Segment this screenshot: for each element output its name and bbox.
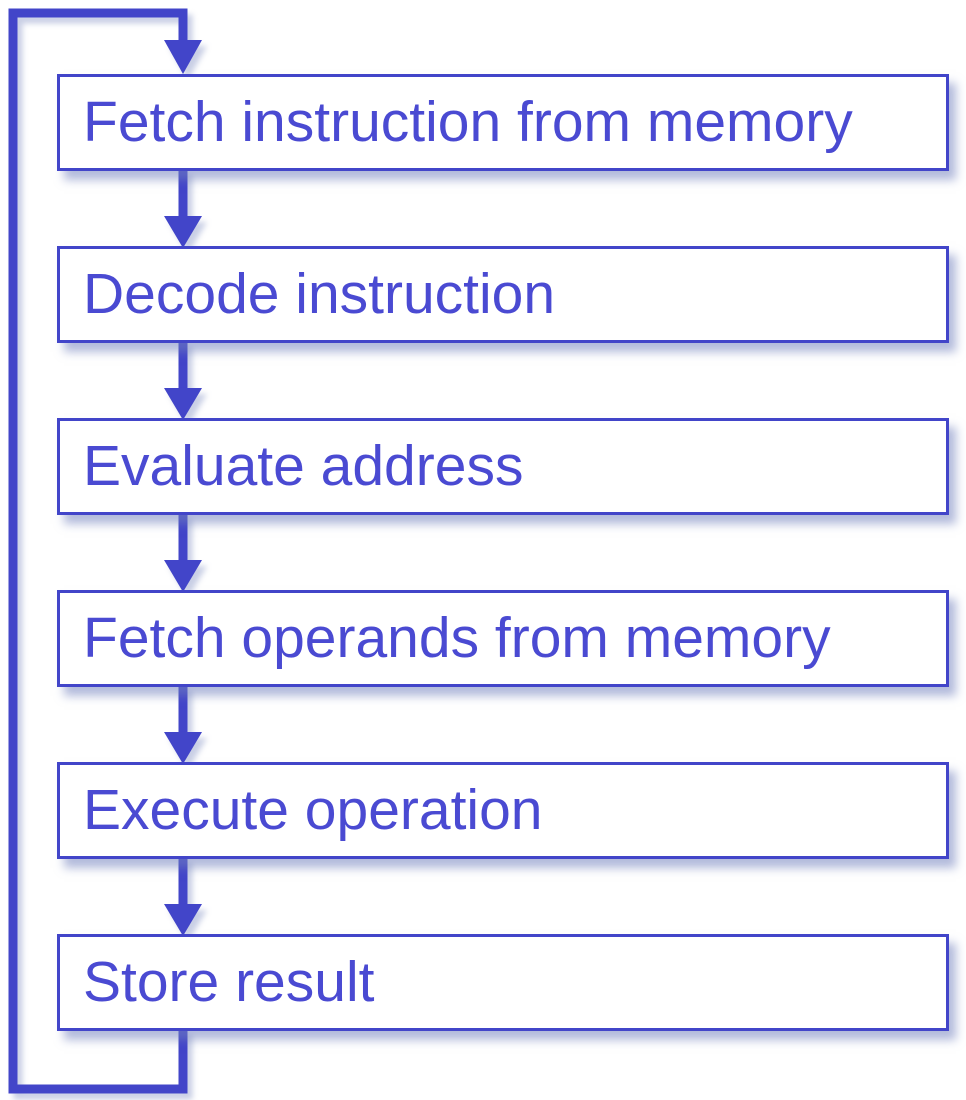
arrow-down-icon bbox=[164, 685, 202, 764]
flow-step-fetch-operands: Fetch operands from memory bbox=[57, 590, 949, 687]
loop-line bbox=[8, 8, 188, 1094]
arrow-down-icon bbox=[164, 513, 202, 592]
flow-step-store-result: Store result bbox=[57, 934, 949, 1031]
flow-step-evaluate-address: Evaluate address bbox=[57, 418, 949, 515]
flow-step-fetch-instruction: Fetch instruction from memory bbox=[57, 74, 949, 171]
arrow-down-icon bbox=[164, 857, 202, 936]
arrow-down-icon bbox=[164, 169, 202, 248]
flow-step-execute-operation: Execute operation bbox=[57, 762, 949, 859]
flow-step-decode-instruction: Decode instruction bbox=[57, 246, 949, 343]
loop-arrowhead-icon bbox=[164, 40, 202, 74]
arrow-down-icon bbox=[164, 341, 202, 420]
